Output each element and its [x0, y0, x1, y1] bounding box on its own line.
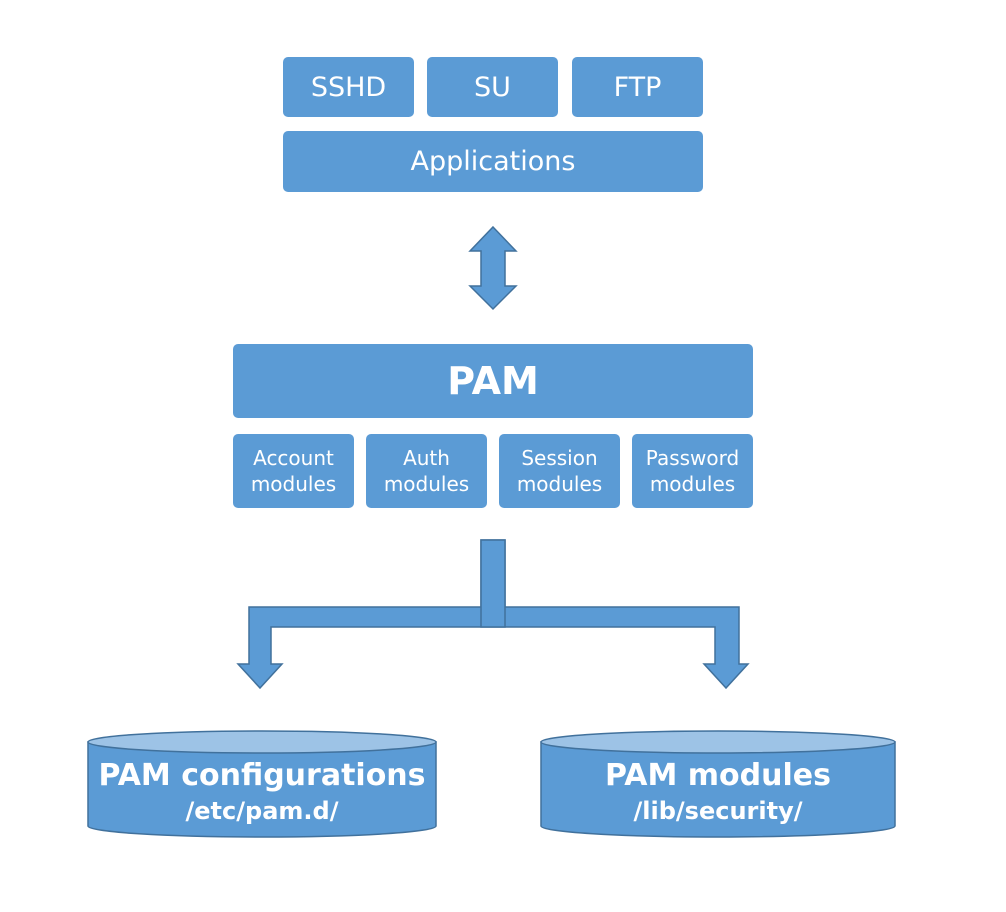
cylinder-pam-configurations	[87, 730, 437, 838]
pam-bar: PAM	[233, 344, 753, 418]
applications-bar: Applications	[283, 131, 703, 192]
module-line2: modules	[649, 472, 736, 496]
app-label-ftp: FTP	[613, 71, 662, 103]
module-line1: Password	[645, 446, 740, 470]
storage-label-modules: PAM modules /lib/security/	[541, 758, 895, 826]
module-line1: Account	[253, 446, 334, 470]
pam-label: PAM	[447, 359, 539, 403]
app-label-sshd: SSHD	[310, 71, 387, 103]
module-line2: modules	[516, 472, 603, 496]
module-box-account: Account modules	[233, 434, 354, 508]
applications-label: Applications	[410, 146, 576, 177]
storage-title: PAM modules	[605, 758, 831, 793]
storage-path: /lib/security/	[633, 797, 803, 825]
module-box-session: Session modules	[499, 434, 620, 508]
storage-label-config: PAM configurations /etc/pam.d/	[88, 758, 436, 826]
module-line1: Session	[521, 446, 598, 470]
stem-joint	[480, 539, 506, 628]
module-line2: modules	[383, 472, 470, 496]
storage-path: /etc/pam.d/	[185, 797, 339, 825]
app-box-sshd: SSHD	[283, 57, 414, 117]
app-box-su: SU	[427, 57, 558, 117]
storage-title: PAM configurations	[98, 758, 426, 793]
module-box-password: Password modules	[632, 434, 753, 508]
double-arrow	[468, 225, 518, 311]
module-line1: Auth	[403, 446, 450, 470]
module-line2: modules	[250, 472, 337, 496]
cylinder-pam-modules	[540, 730, 896, 838]
app-label-su: SU	[474, 71, 511, 103]
app-box-ftp: FTP	[572, 57, 703, 117]
module-box-auth: Auth modules	[366, 434, 487, 508]
